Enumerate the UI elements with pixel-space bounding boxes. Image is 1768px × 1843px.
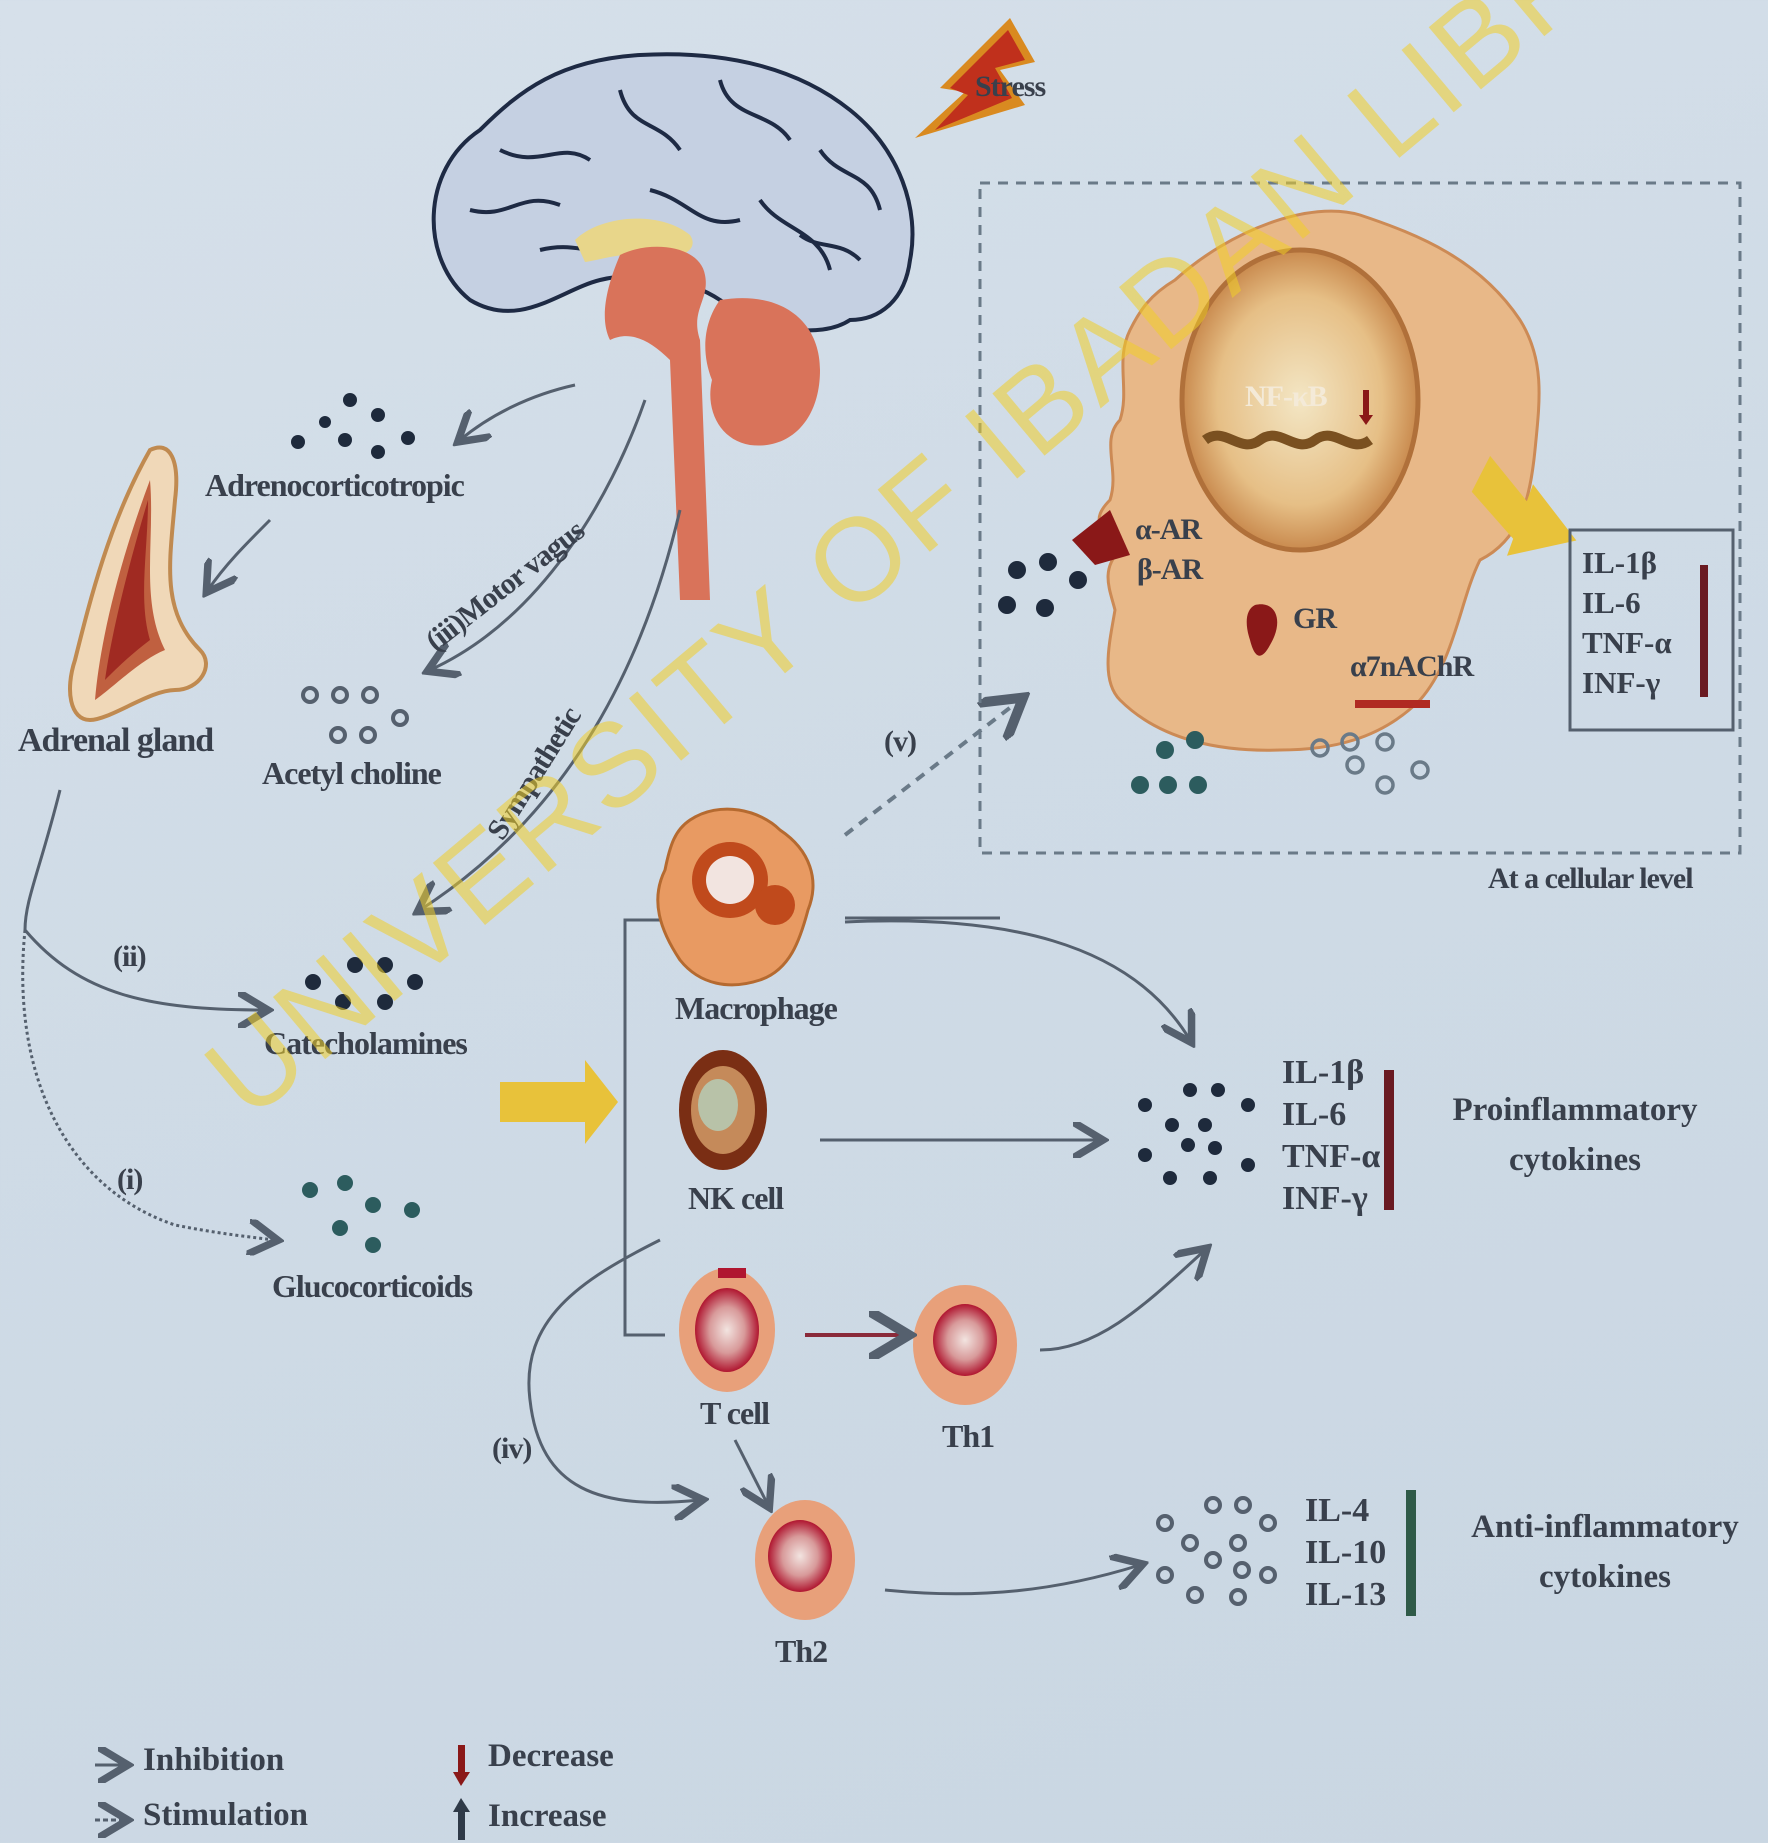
adrenocorticotropic-label: Adrenocorticotropic [205, 467, 464, 504]
proinflammatory-label-line1: Proinflammatory [1430, 1085, 1720, 1135]
acetylcholine-label: Acetyl choline [262, 755, 441, 792]
pathway-iv-label: (iv) [492, 1432, 531, 1466]
antiinflammatory-cytokine: IL-4 [1305, 1490, 1386, 1532]
antiinflammatory-label-line2: cytokines [1455, 1552, 1755, 1602]
gr-label: GR [1293, 602, 1336, 636]
cellular-level-caption: At a cellular level [1488, 862, 1693, 896]
proinflammatory-dots [1138, 1083, 1255, 1185]
t-cell-icon [679, 1268, 775, 1392]
cellular-cytokine: INF-γ [1582, 663, 1672, 703]
beta-ar-label: β-AR [1137, 553, 1202, 587]
glucocorticoids-label: Glucocorticoids [272, 1268, 472, 1305]
cellular-cytokine: IL-1β [1582, 543, 1672, 583]
pathway-i-label: (i) [117, 1163, 142, 1197]
pathway-v-label: (v) [884, 725, 916, 759]
cellular-cytokine-list: IL-1β IL-6 TNF-α INF-γ [1582, 543, 1672, 703]
antiinflammatory-bar [1406, 1490, 1416, 1616]
dashed-arrow-v [845, 700, 1020, 835]
proinflammatory-cytokine: INF-γ [1282, 1178, 1380, 1220]
legend-inhibition: Inhibition [143, 1742, 284, 1779]
antiinflammatory-cytokine: IL-10 [1305, 1532, 1386, 1574]
legend-decrease: Decrease [488, 1738, 614, 1775]
proinflammatory-cytokine-list: IL-1β IL-6 TNF-α INF-γ [1282, 1052, 1380, 1220]
yellow-arrow [500, 1060, 618, 1144]
immune-bracket [625, 920, 665, 1335]
cell-dots-teal [1131, 731, 1207, 794]
antiinflammatory-group-label: Anti-inflammatory cytokines [1455, 1502, 1755, 1602]
cellular-cytokine: IL-6 [1582, 583, 1672, 623]
nfkb-label: NF-κB [1245, 380, 1327, 414]
stress-label: Stress [975, 70, 1045, 104]
legend-stimulation: Stimulation [143, 1797, 308, 1834]
catecholamine-dots [305, 957, 423, 1010]
acetylcholine-dots [303, 688, 407, 742]
adrenal-gland-icon [70, 447, 206, 720]
antiinflammatory-cytokine-list: IL-4 IL-10 IL-13 [1305, 1490, 1386, 1616]
nk-cell-icon [679, 1050, 767, 1170]
proinflammatory-cytokine: TNF-α [1282, 1136, 1380, 1178]
th1-cell-icon [913, 1285, 1017, 1405]
pathway-ii-label: (ii) [113, 940, 146, 974]
brain-icon [434, 54, 913, 600]
antiinflammatory-cytokine: IL-13 [1305, 1574, 1386, 1616]
th2-label: Th2 [775, 1633, 827, 1670]
th2-cell-icon [755, 1500, 855, 1620]
antiinflammatory-dots [1158, 1498, 1275, 1604]
proinflammatory-label-line2: cytokines [1430, 1135, 1720, 1185]
proinflammatory-cytokine: IL-6 [1282, 1094, 1380, 1136]
acth-dots [291, 393, 415, 459]
adrenal-gland-label: Adrenal gland [18, 722, 213, 760]
nk-cell-label: NK cell [688, 1180, 783, 1217]
alpha-ar-label: α-AR [1135, 513, 1201, 547]
antiinflammatory-label-line1: Anti-inflammatory [1455, 1502, 1755, 1552]
a7nachr-label: α7nAChR [1350, 650, 1473, 684]
cellular-cytokine: TNF-α [1582, 623, 1672, 663]
th1-label: Th1 [942, 1418, 994, 1455]
macrophage-icon [658, 809, 813, 985]
cell-dots-dark [998, 553, 1087, 617]
proinflammatory-group-label: Proinflammatory cytokines [1430, 1085, 1720, 1185]
proinflammatory-cytokine: IL-1β [1282, 1052, 1380, 1094]
glucocorticoid-dots [302, 1175, 420, 1253]
macrophage-label: Macrophage [675, 990, 837, 1027]
t-cell-label: T cell [700, 1395, 769, 1432]
catecholamines-label: Catecholamines [264, 1025, 467, 1062]
proinflammatory-bar [1384, 1070, 1394, 1210]
legend-increase: Increase [488, 1798, 607, 1835]
cellular-cytokine-bar [1700, 565, 1708, 697]
